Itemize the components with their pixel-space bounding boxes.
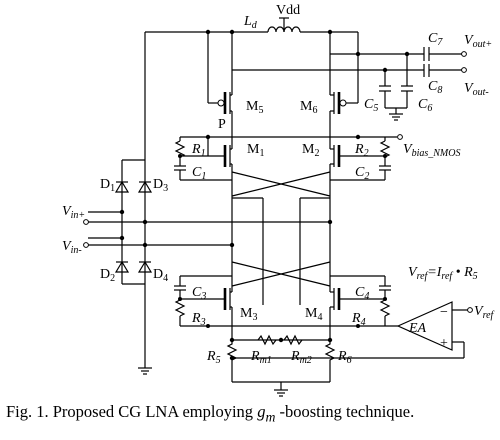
ea-minus-sign: − (440, 305, 448, 320)
r2-label: R2 (354, 142, 369, 159)
output-network (232, 32, 467, 121)
m1-label: M1 (247, 142, 264, 159)
c8-label: C8 (428, 79, 442, 96)
r2-c2-network (330, 137, 391, 181)
d4-label: D4 (153, 267, 168, 284)
nmos-m2 (329, 111, 358, 180)
d2-label: D2 (100, 267, 115, 284)
m3-label: M3 (240, 306, 257, 323)
source-resistors (226, 334, 336, 397)
d3-label: D3 (153, 177, 168, 194)
m5-label: M5 (246, 99, 263, 116)
caption-gm: g (257, 402, 266, 421)
caption-gm-sub: m (265, 409, 276, 425)
r4-c4-network (330, 275, 391, 326)
r1-label: R1 (191, 142, 206, 159)
caption-prefix: Fig. 1. Proposed CG LNA employing (6, 402, 258, 421)
m6-label: M6 (300, 99, 317, 116)
mid-connections (231, 197, 331, 305)
vbias-label: Vbias_NMOS (403, 142, 460, 159)
m4-label: M4 (305, 306, 322, 323)
figure-caption: Fig. 1. Proposed CG LNA employing gm -bo… (6, 402, 496, 425)
r5-label: R5 (206, 349, 221, 366)
ld-label: Ld (243, 14, 258, 31)
c1-label: C1 (192, 165, 206, 182)
r3-label: R3 (191, 311, 206, 328)
r4-label: R4 (351, 311, 366, 328)
c6-label: C6 (418, 97, 432, 114)
c3-label: C3 (192, 285, 206, 302)
c5-label: C5 (364, 97, 378, 114)
ea-bias-feed (180, 324, 398, 328)
lna-schematic: Vdd Ld C7 C8 Vout+ Vout- C5 C6 (62, 3, 495, 397)
pmos-m6 (329, 32, 359, 114)
rm2-label: Rm2 (290, 349, 312, 366)
d1-label: D1 (100, 177, 115, 194)
vref-equation: Vref=Iref • R5 (408, 265, 478, 282)
pmos-m5 (207, 32, 233, 114)
esd-diodes (114, 32, 153, 375)
c2-label: C2 (355, 165, 369, 182)
m2-label: M2 (302, 142, 319, 159)
nmos-m1 (208, 111, 233, 180)
ea-label: EA (408, 321, 427, 336)
caption-suffix: -boosting technique. (275, 402, 415, 421)
lower-cross-coupling (231, 261, 331, 287)
error-amplifier (232, 301, 473, 359)
vout-minus-label: Vout- (464, 81, 489, 98)
nmos-m3 (208, 288, 233, 340)
c4-label: C4 (355, 285, 369, 302)
vref-label: Vref (474, 304, 495, 321)
r6-label: R6 (337, 349, 352, 366)
rm1-label: Rm1 (250, 349, 272, 366)
nmos-m4 (329, 288, 358, 340)
upper-cross-coupling (231, 171, 331, 197)
r1-c1-network (174, 137, 232, 181)
input-lines (83, 180, 333, 248)
vin-minus-label: Vin- (62, 239, 82, 256)
bias-line (180, 134, 403, 140)
node-p-label: P (218, 117, 226, 132)
ea-plus-sign: + (440, 336, 448, 351)
vdd-label: Vdd (276, 3, 300, 18)
vin-plus-label: Vin+ (62, 204, 85, 221)
c7-label: C7 (428, 31, 443, 48)
vout-plus-label: Vout+ (464, 33, 492, 50)
r3-c3-network (174, 275, 232, 326)
